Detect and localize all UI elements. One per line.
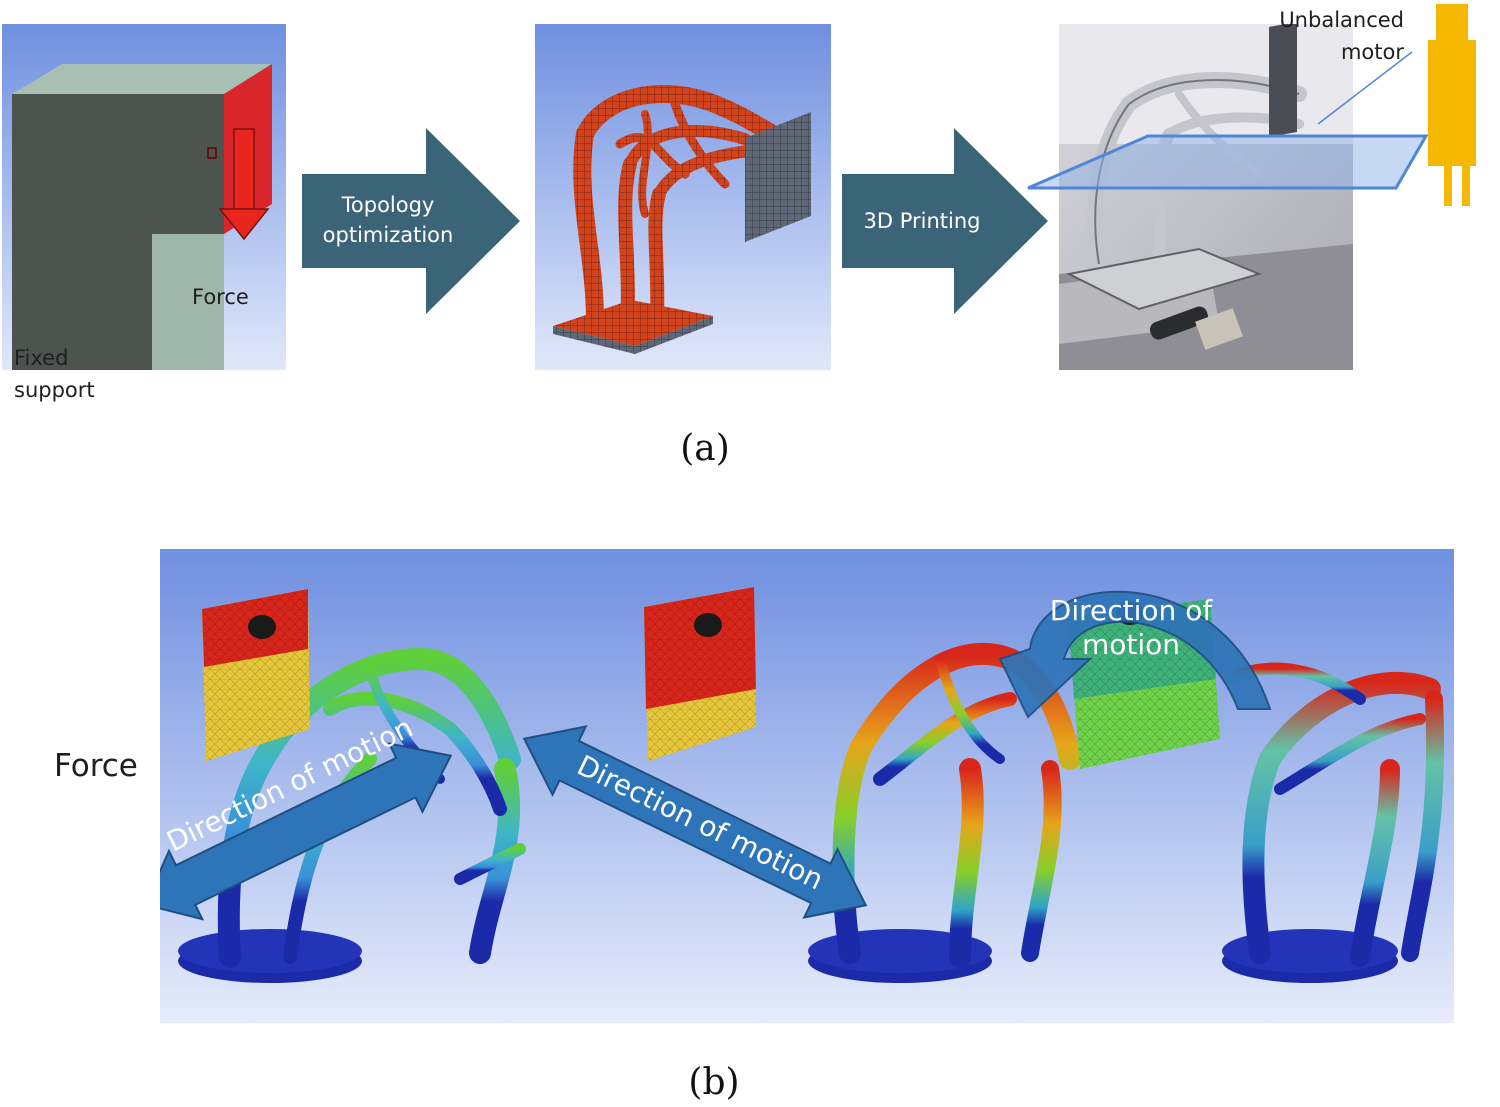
mounting-plate — [745, 112, 811, 242]
simulation-panel — [160, 549, 1454, 1023]
optimized-structure-panel — [535, 24, 831, 370]
fixed-support-label: Fixed support — [14, 346, 95, 402]
motion-label-3: Direction of motion — [1049, 594, 1213, 661]
force-label-a: Force — [192, 285, 249, 309]
motion-arrow-2 — [522, 725, 868, 919]
topology-optimization-label: Topology optimization — [322, 193, 454, 247]
block-top-face — [12, 64, 272, 94]
force-label-b: Force — [54, 748, 138, 784]
force-arrow — [218, 128, 270, 241]
design-domain-panel — [2, 24, 286, 370]
unbalanced-motor-icon — [1428, 4, 1476, 206]
column-side-face — [152, 234, 224, 370]
printing-label: 3D Printing — [863, 209, 981, 233]
vibration-plane — [1027, 134, 1429, 190]
unbalanced-motor-label: Unbalanced motor — [1279, 8, 1404, 64]
topology-optimization-arrow — [302, 128, 520, 314]
motion-arrow-1 — [160, 742, 453, 921]
caption-a: (a) — [680, 428, 730, 469]
deformed-model-2 — [644, 587, 1081, 983]
printing-arrow — [842, 128, 1048, 314]
motion-arrow-3 — [998, 590, 1272, 719]
caption-b: (b) — [688, 1062, 740, 1103]
motor-overlay — [1027, 4, 1476, 206]
block-front-face — [12, 94, 224, 370]
